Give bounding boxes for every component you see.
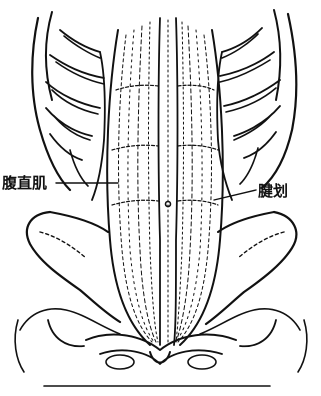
rectus-abdominis-right xyxy=(174,18,223,345)
rectus-abdominis-left xyxy=(107,18,160,345)
tendinous-intersection-label: 腱划 xyxy=(258,182,288,200)
rectus-abdominis-label: 腹直肌 xyxy=(2,174,47,192)
label-tendinous-intersection: 腱划 xyxy=(214,182,288,200)
pelvis xyxy=(15,212,307,372)
umbilicus xyxy=(166,202,171,207)
left-rib-cage xyxy=(32,12,105,200)
right-rib-cage xyxy=(217,10,296,200)
tendinous-intersection-leader-line xyxy=(214,190,256,200)
